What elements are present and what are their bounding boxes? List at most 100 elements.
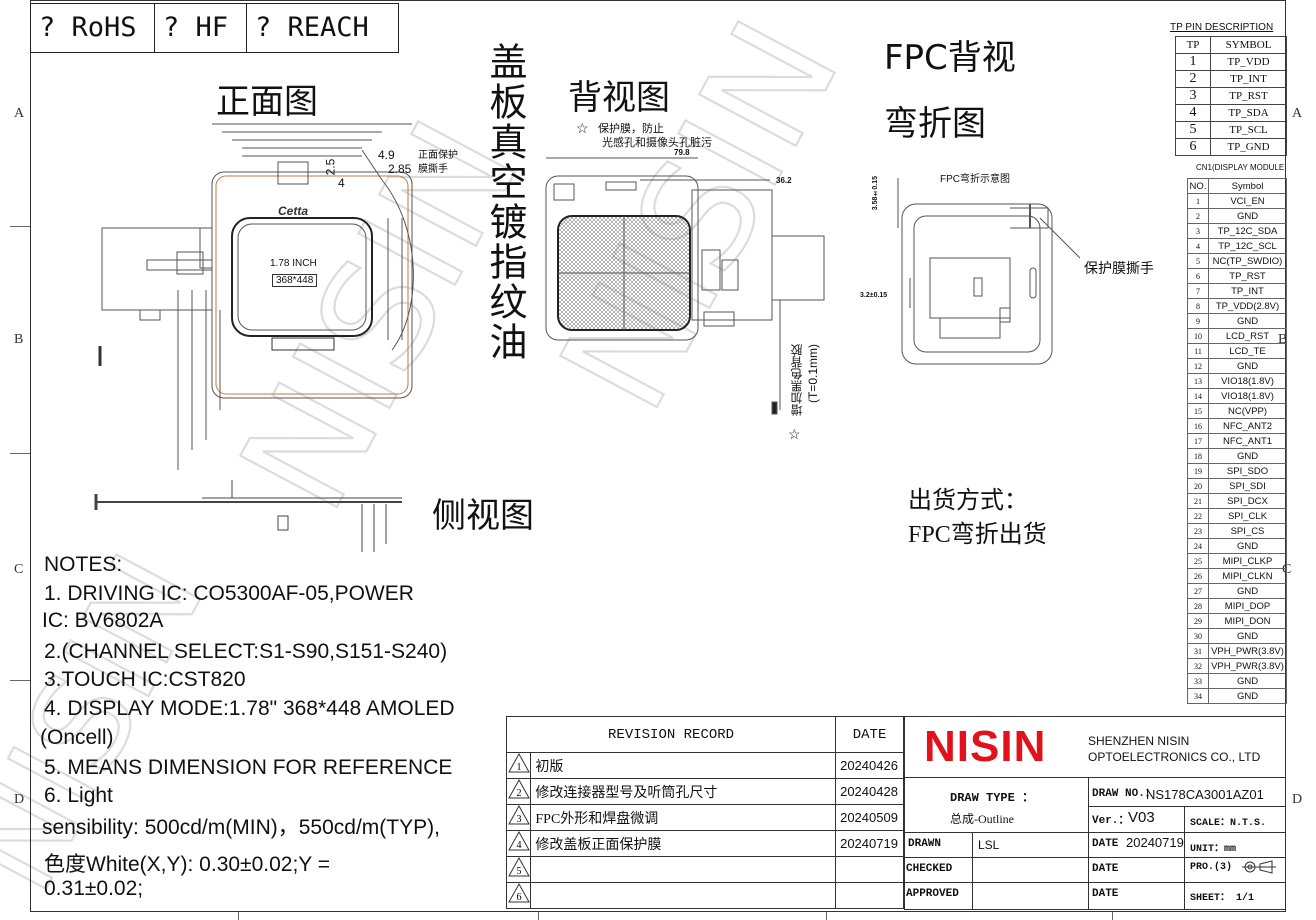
display-resolution-label: 368*448 [272, 274, 318, 287]
revision-description [530, 882, 837, 909]
approved-label: APPROVED [906, 888, 959, 900]
pin-symbol: VPH_PWR(3.8V) [1208, 658, 1287, 674]
tp-pin-no: 2 [1175, 70, 1211, 88]
company-name-1: SHENZHEN NISIN [1088, 734, 1190, 748]
note-line: 2.(CHANNEL SELECT:S1-S90,S151-S240) [44, 640, 448, 663]
revision-triangle-icon: 3 [507, 804, 530, 825]
pin-no: 10 [1187, 328, 1209, 344]
revision-triangle-icon: 2 [507, 778, 530, 799]
black-tape-thickness: (T=0.1mm) [806, 344, 820, 404]
revision-triangle-icon: 6 [507, 882, 530, 903]
dim-bend-left: 3.2±0.15 [860, 292, 888, 299]
revision-number-text: 4 [516, 840, 521, 851]
pin-symbol: SPI_SDI [1208, 478, 1287, 494]
back-star-icon: ☆ [576, 120, 589, 136]
shipping-label: 出货方式： [908, 488, 1028, 514]
table-row: REVISION RECORD DATE [505, 716, 904, 753]
pin-symbol: MIPI_CLKP [1208, 553, 1287, 569]
pin-no: 34 [1187, 688, 1209, 704]
dim-4: 4 [338, 176, 345, 190]
pin-symbol: MIPI_DON [1208, 613, 1287, 629]
revision-header: REVISION RECORD [505, 716, 837, 753]
cert-hf: ? HF [154, 3, 247, 53]
note-line: 6. Light [44, 784, 113, 807]
front-protect-film-note-1: 正面保护 [418, 150, 458, 161]
zone-letter-d-right: D [1292, 792, 1303, 807]
zone-letter-c-right: C [1282, 562, 1292, 577]
title-block [904, 716, 1286, 910]
tp-header-symbol: SYMBOL [1210, 36, 1287, 54]
side-view-drawing [94, 480, 402, 552]
dim-back-width: 79.8 [674, 148, 690, 157]
pin-symbol: VIO18(1.8V) [1208, 388, 1287, 404]
bend-view-drawing [897, 178, 1080, 365]
table-row: 5 [505, 856, 904, 883]
divider [1088, 777, 1089, 910]
pin-symbol: VCI_EN [1208, 193, 1287, 209]
tp-pin-no: 4 [1175, 104, 1211, 122]
front-view-drawing [98, 123, 414, 470]
front-inner-area [237, 223, 367, 331]
zone-tick [826, 912, 827, 920]
revision-description: FPC外形和焊盘微调 [530, 804, 837, 831]
draw-type-label: DRAW TYPE ： [950, 791, 1035, 805]
pin-symbol: LCD_TE [1208, 343, 1287, 359]
pin-no: 31 [1187, 643, 1209, 659]
pin-symbol: GND [1208, 313, 1287, 329]
pin-symbol: SPI_CLK [1208, 508, 1287, 524]
zone-tick [10, 226, 30, 227]
pin-no: 5 [1187, 253, 1209, 269]
pin-symbol: TP_RST [1208, 268, 1287, 284]
shipping-method: FPC弯折出货 [908, 522, 1047, 548]
pin-symbol: GND [1208, 208, 1287, 224]
back-connector [772, 235, 825, 301]
pin-no: 11 [1187, 343, 1209, 359]
tp-table-title: TP PIN DESCRIPTION [1170, 22, 1274, 33]
revision-date-header: DATE [835, 716, 904, 753]
nisin-logo: NISIN [924, 722, 1047, 771]
pin-no: 28 [1187, 598, 1209, 614]
divider [904, 857, 1286, 858]
cert-reach: ? REACH [246, 3, 399, 53]
pin-symbol: MIPI_DOP [1208, 598, 1287, 614]
bend-view-title: 弯折图 [884, 104, 986, 144]
divider [904, 882, 1286, 883]
divider [904, 832, 1286, 833]
pin-symbol: SPI_SDO [1208, 463, 1287, 479]
front-earpiece-hole [277, 161, 309, 185]
black-tape-note: 增加黑色背胶 [790, 344, 804, 416]
pin-header-no: NO. [1187, 178, 1209, 194]
note-line: IC: BV6802A [42, 609, 164, 632]
revision-date: 20240426 [835, 752, 904, 779]
pin-symbol: MIPI_CLKN [1208, 568, 1287, 584]
tp-pin-symbol: TP_SCL [1210, 121, 1287, 139]
tape-star-icon: ☆ [788, 426, 801, 442]
pin-no: 7 [1187, 283, 1209, 299]
back-fpc-area [691, 189, 773, 321]
note-line: 4. DISPLAY MODE:1.78" 368*448 AMOLED [44, 697, 455, 720]
back-outline [545, 175, 699, 341]
note-line: 5. MEANS DIMENSION FOR REFERENCE [44, 756, 453, 779]
front-ic-block [176, 251, 204, 275]
pin-table-title: CN1(DISPLAY MODULE [1196, 163, 1285, 172]
version-value: V03 [1128, 809, 1155, 826]
